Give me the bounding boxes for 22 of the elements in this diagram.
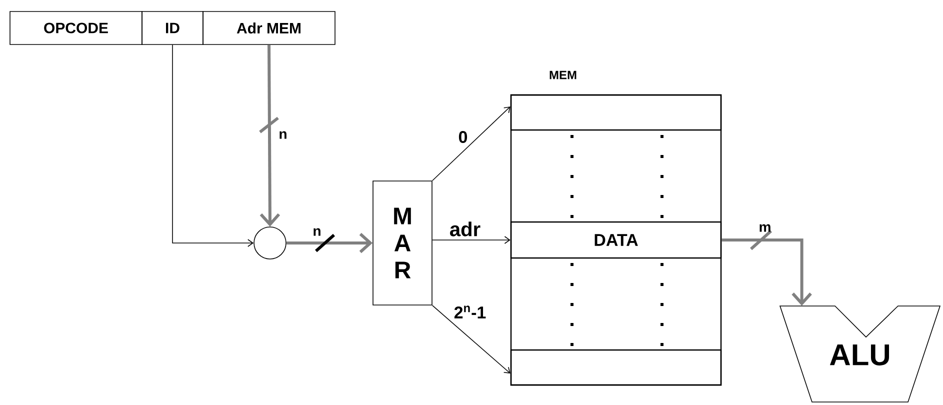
arrow	[722, 230, 812, 306]
junction-circle	[254, 226, 286, 260]
field-box: Adr MEM	[202, 11, 336, 45]
memory-cell	[510, 349, 722, 386]
register-box: M A R	[372, 180, 432, 306]
edge-label: m	[760, 224, 770, 232]
arrow	[432, 305, 510, 374]
arrow	[286, 232, 373, 254]
arrow	[432, 106, 510, 181]
arrow	[172, 44, 254, 247]
edge-label: n	[280, 131, 286, 139]
edge-label: adr	[450, 222, 480, 236]
field-box: ID	[142, 11, 204, 45]
field-box: OPCODE	[10, 11, 142, 45]
memory-cell	[510, 94, 722, 131]
edge-label: 2$^{n}$-1	[454, 306, 486, 318]
arrow	[259, 44, 280, 227]
arrow	[432, 236, 510, 244]
edge-label: 0	[458, 130, 468, 144]
memory-cell: DATA	[510, 221, 722, 259]
edge-label: n	[314, 228, 320, 236]
node-label: MEM	[550, 70, 576, 80]
